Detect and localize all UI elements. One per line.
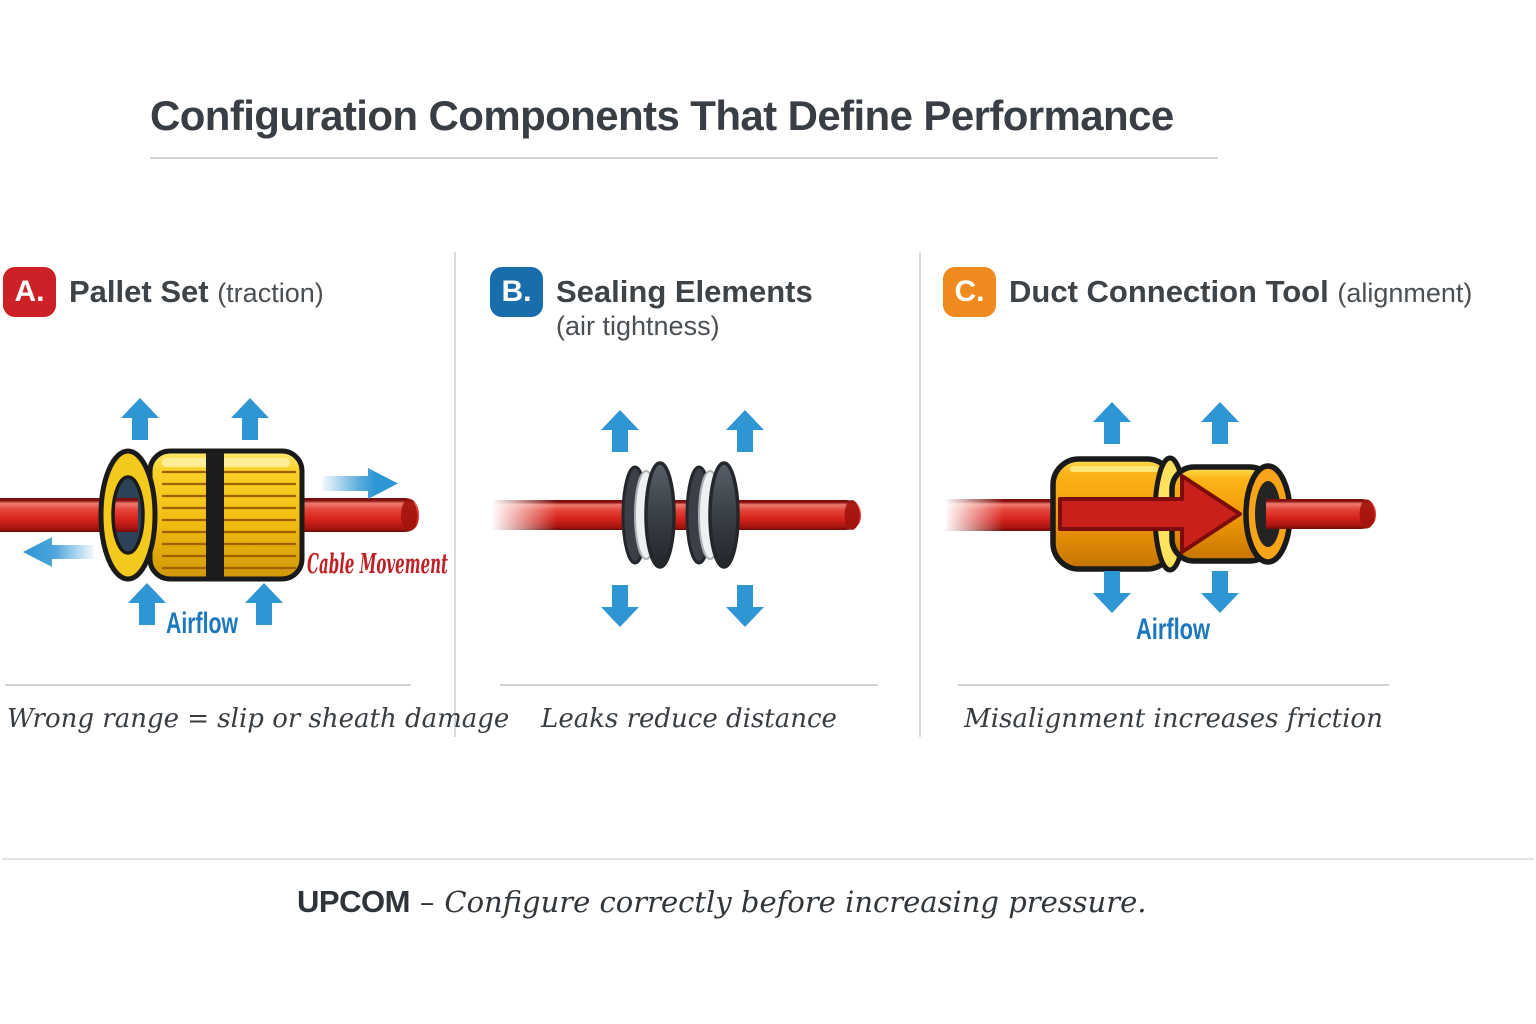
caption-divider-b <box>500 684 878 686</box>
airflow-arrows-bottom <box>1093 571 1239 613</box>
cable-end-cap <box>1359 499 1375 529</box>
cable-movement-label: Cable Movement <box>307 549 448 580</box>
cable-movement-arrow-left-icon <box>23 537 94 567</box>
caption-divider-a <box>5 684 411 686</box>
panel-divider-bc <box>919 252 921 737</box>
cable-right-segment <box>1266 499 1376 529</box>
panel-b-caption: Leaks reduce distance <box>541 704 837 734</box>
panel-c-title-text: Duct Connection Tool <box>1009 274 1329 309</box>
cable-left-segment <box>944 495 1070 535</box>
airflow-arrows-top <box>121 398 269 440</box>
panel-a-caption: Wrong range = slip or sheath damage <box>7 704 510 734</box>
panel-b-subtitle: (air tightness) <box>556 311 720 341</box>
footer-divider <box>2 858 1534 860</box>
cable-end-cap <box>844 500 860 530</box>
roller-ridges <box>162 470 296 570</box>
cable-fade <box>944 495 1004 535</box>
footer: UPCOM – Configure correctly before incre… <box>297 884 1146 920</box>
arrow-down-icon <box>601 585 639 627</box>
roller-center-band <box>206 453 224 577</box>
airflow-arrows-bottom <box>601 585 764 627</box>
panel-a-subtitle: (traction) <box>217 278 324 308</box>
page-title: Configuration Components That Define Per… <box>150 92 1174 139</box>
sleeve-highlight <box>1070 466 1158 472</box>
arrow-up-icon <box>726 410 764 452</box>
cable <box>491 495 861 535</box>
pallet-set-illustration: Cable Movement Airflow <box>0 398 448 640</box>
seal-ring-pair-2 <box>685 461 740 569</box>
cable-movement-arrow-right-icon <box>322 468 398 499</box>
footer-dash: – <box>419 885 435 919</box>
panel-c-subtitle: (alignment) <box>1337 278 1473 308</box>
panel-c-title: Duct Connection Tool (alignment) <box>1009 267 1472 318</box>
cable-direction-arrow-icon <box>1058 474 1242 554</box>
title-underline <box>150 157 1218 159</box>
panel-divider-ab <box>454 252 456 737</box>
footer-tagline: Configure correctly before increasing pr… <box>444 885 1147 919</box>
cable-end-cap <box>401 499 417 531</box>
panel-a-title: Pallet Set (traction) <box>69 267 324 318</box>
panel-a-header: A. Pallet Set (traction) <box>3 267 324 318</box>
arrow-up-icon <box>245 583 283 625</box>
cable-right-segment <box>290 498 419 532</box>
panel-c-badge: C. <box>943 267 996 317</box>
duct-connection-illustration: Airflow <box>944 402 1376 646</box>
sealing-elements-illustration <box>491 410 861 627</box>
panel-a-title-text: Pallet Set <box>69 274 209 309</box>
panel-b-header: B. Sealing Elements (air tightness) <box>490 267 813 341</box>
arrow-up-icon <box>231 398 269 440</box>
panel-b-badge: B. <box>490 267 543 317</box>
arrow-up-icon <box>1201 402 1239 444</box>
cable-left-segment <box>0 498 138 532</box>
panel-c-caption: Misalignment increases friction <box>964 704 1383 734</box>
arrow-down-icon <box>1093 571 1131 613</box>
panel-b-title-block: Sealing Elements (air tightness) <box>556 267 813 341</box>
cable-fade <box>491 495 557 535</box>
caption-divider-c <box>958 684 1389 686</box>
arrow-down-icon <box>726 585 764 627</box>
panel-b-title: Sealing Elements <box>556 274 813 309</box>
airflow-arrows-top <box>1093 402 1239 444</box>
brand-name: UPCOM <box>297 884 410 919</box>
seal-ring-pair-1 <box>621 461 676 569</box>
arrow-up-icon <box>1093 402 1131 444</box>
panel-c-header: C. Duct Connection Tool (alignment) <box>943 267 1472 318</box>
pallet-roller <box>113 448 305 582</box>
roller-highlight <box>162 458 290 467</box>
airflow-label: Airflow <box>166 607 238 640</box>
airflow-arrows-top <box>601 410 764 452</box>
arrow-up-icon <box>128 583 166 625</box>
arrow-up-icon <box>601 410 639 452</box>
roller-face-ring <box>98 448 158 582</box>
panel-a-badge: A. <box>3 267 56 317</box>
airflow-label: Airflow <box>1136 613 1210 646</box>
arrow-down-icon <box>1201 571 1239 613</box>
arrow-up-icon <box>121 398 159 440</box>
